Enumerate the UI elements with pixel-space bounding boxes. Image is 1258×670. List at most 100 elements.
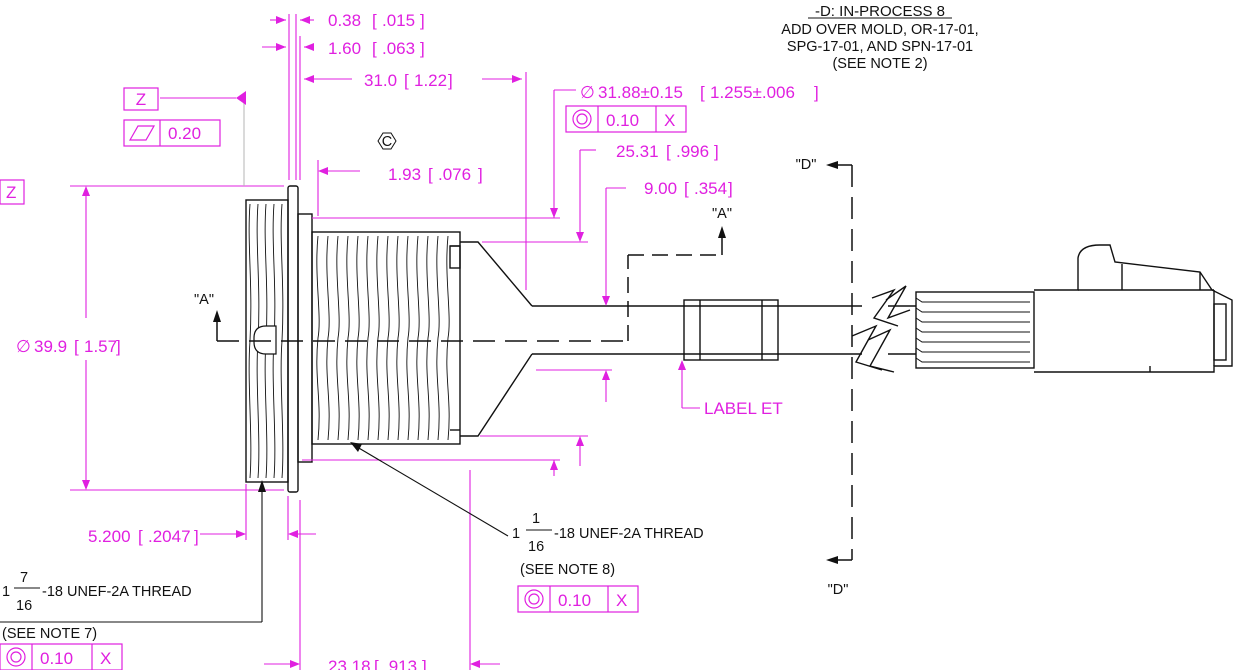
svg-text:∅: ∅ bbox=[16, 337, 31, 356]
svg-text:5.200: 5.200 bbox=[88, 527, 131, 546]
thread-note-large: 1 1 16 -18 UNEF-2A THREAD (SEE NOTE 8) bbox=[512, 511, 704, 578]
svg-text:]: ] bbox=[714, 142, 719, 161]
svg-text:[: [ bbox=[372, 11, 377, 30]
svg-text:1.57: 1.57 bbox=[84, 337, 117, 356]
svg-text:16: 16 bbox=[528, 539, 544, 555]
section-d-label-top: "D" bbox=[796, 157, 817, 173]
svg-text:0.10: 0.10 bbox=[40, 649, 73, 668]
thread-crest bbox=[396, 235, 400, 441]
datum-z-top: Z bbox=[123, 87, 159, 111]
svg-text:[: [ bbox=[684, 179, 689, 198]
dim-9.00: 9.00 [ .354 ] bbox=[644, 179, 733, 198]
svg-text:-18 UNEF-2A THREAD: -18 UNEF-2A THREAD bbox=[42, 584, 192, 600]
svg-text:C: C bbox=[382, 134, 392, 150]
boot-rib bbox=[915, 347, 1030, 353]
dimension-lines bbox=[70, 14, 700, 670]
section-d-label-bottom: "D" bbox=[828, 582, 849, 598]
section-a-label-left: "A" bbox=[194, 292, 214, 308]
svg-text:23.18: 23.18 bbox=[328, 657, 371, 670]
concentricity-icon bbox=[572, 109, 592, 129]
part-outline bbox=[245, 185, 1233, 493]
dim-1.93: 1.93 [ .076 ] bbox=[388, 165, 483, 184]
svg-text:[: [ bbox=[700, 83, 705, 102]
svg-text:X: X bbox=[664, 111, 675, 130]
circle-c-symbol: C bbox=[377, 132, 397, 150]
boot-rib bbox=[915, 297, 1030, 303]
boot-rib bbox=[915, 307, 1030, 313]
label-et-note: LABEL ET bbox=[704, 399, 783, 418]
section-title: -D: IN-PROCESS 8 bbox=[815, 3, 945, 20]
concentricity-frame-bottom: 0.10 X bbox=[0, 643, 123, 670]
svg-text:7: 7 bbox=[20, 570, 28, 586]
header-line-3: (SEE NOTE 2) bbox=[832, 56, 927, 72]
svg-text:Z: Z bbox=[6, 183, 16, 202]
svg-text:.913: .913 bbox=[384, 657, 417, 670]
thread-crest bbox=[376, 235, 380, 441]
datum-z-left: Z bbox=[0, 179, 25, 205]
svg-text:]: ] bbox=[420, 11, 425, 30]
svg-text:]: ] bbox=[422, 657, 427, 670]
svg-text:[: [ bbox=[404, 71, 409, 90]
svg-text:[: [ bbox=[374, 657, 379, 670]
dim-1.60: 1.60 [ .063 ] bbox=[328, 39, 425, 58]
svg-text:.2047: .2047 bbox=[148, 527, 191, 546]
svg-text:31.88±0.15: 31.88±0.15 bbox=[598, 83, 683, 102]
dimension-arrows bbox=[82, 16, 686, 668]
header-line-2: SPG-17-01, AND SPN-17-01 bbox=[787, 39, 973, 55]
thread-crest bbox=[356, 235, 360, 441]
svg-text:1.255±.006: 1.255±.006 bbox=[710, 83, 795, 102]
boot-rib bbox=[915, 337, 1030, 343]
dim-25.31: 25.31 [ .996 ] bbox=[616, 142, 719, 161]
svg-text:]: ] bbox=[448, 71, 453, 90]
thread-crest bbox=[436, 235, 440, 441]
svg-text:.076: .076 bbox=[438, 165, 471, 184]
svg-text:0.38: 0.38 bbox=[328, 11, 361, 30]
svg-text:.015: .015 bbox=[382, 11, 415, 30]
boot-rib bbox=[915, 327, 1030, 333]
svg-text:1: 1 bbox=[2, 584, 10, 600]
svg-text:1.22: 1.22 bbox=[414, 71, 447, 90]
boot-ribs bbox=[915, 297, 1030, 363]
section-line-d bbox=[836, 164, 853, 561]
svg-text:(SEE NOTE 7): (SEE NOTE 7) bbox=[2, 626, 97, 642]
thread-crest bbox=[386, 235, 390, 441]
svg-text:.354: .354 bbox=[694, 179, 727, 198]
svg-text:16: 16 bbox=[16, 598, 32, 614]
thread-crest bbox=[406, 235, 410, 441]
svg-text:∅: ∅ bbox=[580, 83, 595, 102]
boot-rib bbox=[915, 317, 1030, 323]
dim-5.200: 5.200 [ .2047 ] bbox=[88, 527, 199, 546]
svg-text:]: ] bbox=[420, 39, 425, 58]
boot-rib bbox=[915, 357, 1030, 363]
dim-23.18: 23.18 [ .913 ] bbox=[328, 657, 427, 670]
svg-text:]: ] bbox=[814, 83, 819, 102]
main-thread-pattern bbox=[316, 235, 450, 441]
svg-text:]: ] bbox=[116, 337, 121, 356]
dim-0.38: 0.38 [ .015 ] bbox=[328, 11, 425, 30]
thread-crest bbox=[346, 235, 350, 441]
svg-text:X: X bbox=[100, 649, 111, 668]
thread-crest bbox=[426, 235, 430, 441]
svg-text:-18 UNEF-2A THREAD: -18 UNEF-2A THREAD bbox=[554, 526, 704, 542]
thread-note-small: 1 7 16 -18 UNEF-2A THREAD (SEE NOTE 7) bbox=[2, 570, 192, 642]
svg-text:[: [ bbox=[138, 527, 143, 546]
section-line-a bbox=[216, 236, 723, 342]
concentricity-frame-top: 0.10 X bbox=[565, 105, 687, 133]
svg-text:1: 1 bbox=[532, 511, 540, 527]
svg-text:1.93: 1.93 bbox=[388, 165, 421, 184]
dim-31.88: ∅ 31.88±0.15 [ 1.255±.006 ] bbox=[580, 83, 819, 102]
svg-text:.996: .996 bbox=[676, 142, 709, 161]
concentricity-icon bbox=[6, 647, 26, 667]
svg-text:.063: .063 bbox=[382, 39, 415, 58]
svg-text:1: 1 bbox=[512, 526, 520, 542]
svg-text:39.9: 39.9 bbox=[34, 337, 67, 356]
thread-crest bbox=[336, 235, 340, 441]
svg-text:25.31: 25.31 bbox=[616, 142, 659, 161]
svg-text:1.60: 1.60 bbox=[328, 39, 361, 58]
thread-crest bbox=[316, 235, 320, 441]
thread-crest bbox=[446, 235, 450, 441]
dim-39.9-diameter: ∅ 39.9 [ 1.57 ] bbox=[16, 337, 121, 356]
svg-text:0.20: 0.20 bbox=[168, 124, 201, 143]
